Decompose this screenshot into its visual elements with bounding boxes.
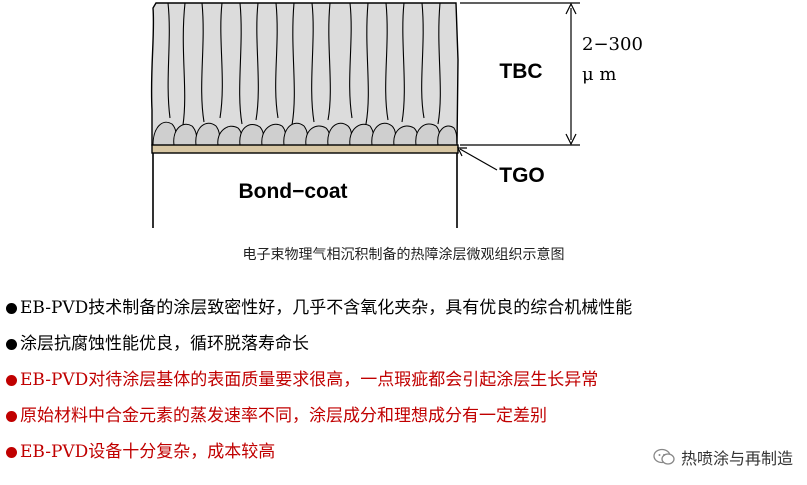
bullet-dot-icon [6, 446, 17, 458]
list-item-text: 原始材料中合金元素的蒸发速率不同，涂层成分和理想成分有一定差别 [20, 406, 547, 426]
watermark-text: 热喷涂与再制造 [680, 449, 793, 468]
tbc-microstructure-diagram: Bond−coat TBC 2−300 μ m TGO [0, 0, 807, 235]
tbc-columnar-layer [150, 2, 459, 146]
bullet-dot-icon [6, 338, 17, 350]
diagram-caption: 电子束物理气相沉积制备的热障涂层微观组织示意图 [242, 247, 565, 263]
bullet-dot-icon [6, 374, 17, 386]
bullet-dot-icon [6, 302, 17, 314]
tgo-label: TGO [499, 164, 545, 187]
thickness-unit: μ m [582, 64, 617, 85]
thickness-dimension [460, 2, 580, 146]
list-item: 原始材料中合金元素的蒸发速率不同，涂层成分和理想成分有一定差别 [6, 398, 806, 434]
feature-list: EB-PVD技术制备的涂层致密性好，几乎不含氧化夹杂，具有优良的综合机械性能 涂… [6, 290, 806, 470]
list-item: EB-PVD技术制备的涂层致密性好，几乎不含氧化夹杂，具有优良的综合机械性能 [6, 290, 806, 326]
list-item-text: 涂层抗腐蚀性能优良，循环脱落寿命长 [20, 334, 309, 354]
bondcoat-label: Bond−coat [238, 180, 347, 203]
wechat-icon [653, 448, 675, 465]
list-item-text: EB-PVD对待涂层基体的表面质量要求很高，一点瑕疵都会引起涂层生长异常 [20, 370, 599, 390]
list-item-text: EB-PVD技术制备的涂层致密性好，几乎不含氧化夹杂，具有优良的综合机械性能 [20, 298, 633, 318]
bullet-dot-icon [6, 410, 17, 422]
list-item-text: EB-PVD设备十分复杂，成本较高 [20, 442, 276, 462]
tgo-layer [151, 144, 459, 154]
list-item: EB-PVD对待涂层基体的表面质量要求很高，一点瑕疵都会引起涂层生长异常 [6, 362, 806, 398]
thickness-value: 2−300 [582, 34, 643, 55]
tgo-arrow [457, 147, 498, 171]
list-item: EB-PVD设备十分复杂，成本较高 [6, 434, 806, 470]
list-item: 涂层抗腐蚀性能优良，循环脱落寿命长 [6, 326, 806, 362]
tbc-label: TBC [499, 60, 542, 83]
watermark: 热喷涂与再制造 [653, 445, 793, 469]
bond-coat-layer [152, 153, 458, 228]
